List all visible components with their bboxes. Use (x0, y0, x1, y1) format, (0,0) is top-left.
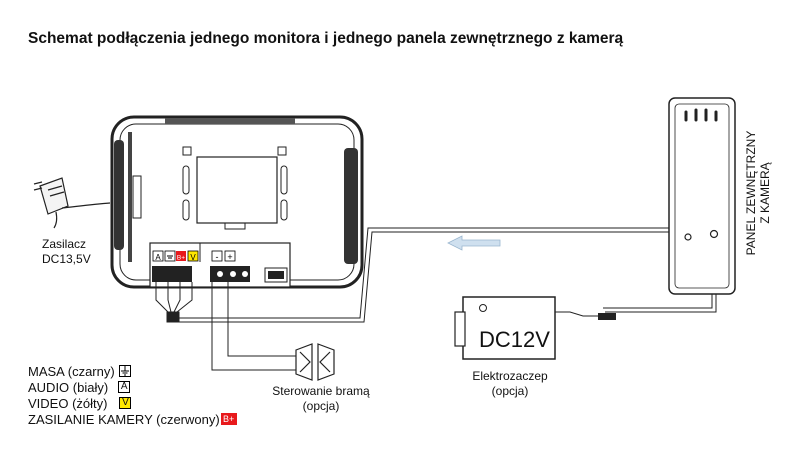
outdoor-panel-label: PANEL ZEWNĘTRZNY Z KAMERĄ (736, 110, 780, 275)
terminal-v: V (190, 253, 196, 262)
dc12v-label: DC12V (479, 327, 550, 352)
terminal-b: B+ (177, 255, 185, 262)
power-adapter-icon (33, 177, 111, 229)
outdoor-panel-line1: PANEL ZEWNĘTRZNY (744, 130, 758, 255)
power-supply-label-voltage: DC13,5V (42, 252, 91, 266)
legend-audio-symbol: A (118, 381, 131, 393)
terminal-plus: + (227, 252, 232, 262)
terminal-minus: - (216, 252, 219, 262)
gate-control-label-option: (opcja) (302, 399, 340, 413)
outdoor-panel-line2: Z KAMERĄ (758, 161, 772, 224)
monitor-icon (110, 115, 364, 289)
legend-video-text: VIDEO (żółty) (28, 395, 108, 411)
legend-row-audio: AUDIO (biały) A (28, 379, 237, 395)
signal-arrow-icon (447, 235, 501, 251)
terminal-a: A (155, 253, 161, 262)
outdoor-panel-icon (668, 97, 736, 295)
electric-lock-label-option: (opcja) (491, 384, 529, 398)
electric-lock-label: Elektrozaczep (opcja) (465, 369, 555, 399)
legend-row-video: VIDEO (żółty) V (28, 395, 237, 411)
terminal-labels: A B+ V - + (155, 252, 232, 262)
legend-video-symbol: V (119, 397, 132, 409)
page-title: Schemat podłączenia jednego monitora i j… (28, 30, 624, 47)
legend-power-text: ZASILANIE KAMERY (czerwony) (28, 411, 220, 427)
power-supply-label-name: Zasilacz (42, 237, 87, 251)
legend-audio-text: AUDIO (biały) (28, 379, 109, 395)
legend-power-symbol: B+ (220, 413, 237, 425)
legend-row-ground: MASA (czarny) (28, 363, 237, 379)
electric-lock-icon (454, 296, 616, 360)
gate-icon (295, 343, 335, 381)
ground-icon (118, 365, 131, 377)
gate-control-label-name: Sterowanie bramą (272, 384, 370, 398)
electric-lock-label-name: Elektrozaczep (472, 369, 548, 383)
gate-control-label: Sterowanie bramą (opcja) (268, 384, 374, 414)
power-supply-label: Zasilacz DC13,5V (42, 237, 91, 267)
wire-legend: MASA (czarny) AUDIO (biały) A VIDEO (żół… (28, 363, 237, 427)
terminal-markers (152, 250, 236, 262)
outdoor-panel-label-text: PANEL ZEWNĘTRZNY Z KAMERĄ (744, 130, 772, 255)
legend-row-power: ZASILANIE KAMERY (czerwony) B+ (28, 411, 237, 427)
legend-ground-text: MASA (czarny) (28, 363, 115, 379)
